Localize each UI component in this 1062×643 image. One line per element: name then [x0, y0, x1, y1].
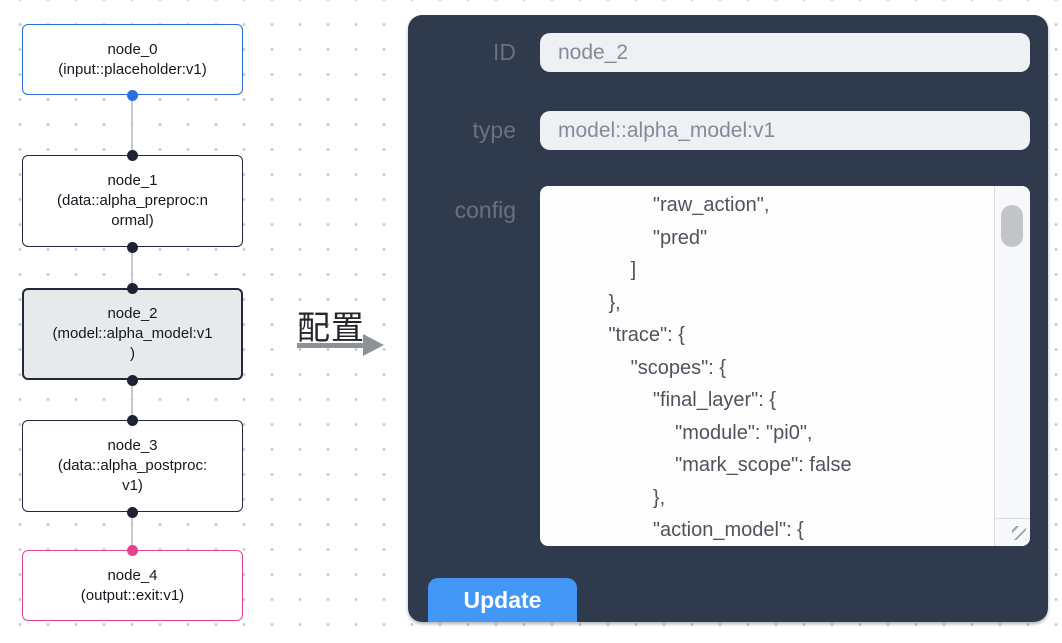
flow-node-node_0[interactable]: node_0 (input::placeholder:v1): [22, 24, 243, 95]
type-input[interactable]: [540, 111, 1030, 150]
config-json-text: "raw_action", "pred" ] }, "trace": { "sc…: [608, 194, 852, 541]
flow-node-node_3[interactable]: node_3 (data::alpha_postproc: v1): [22, 420, 243, 512]
node-config-panel: ID type config "raw_action", "pred" ] },…: [408, 15, 1048, 622]
edge-node3-node4: [131, 512, 133, 550]
type-field-label: type: [472, 117, 516, 143]
node-type-label: (input::placeholder:v1): [58, 60, 207, 78]
config-field-label: config: [454, 197, 516, 223]
edge-node0-node1: [131, 95, 133, 155]
handle-node4-top[interactable]: [127, 545, 138, 556]
handle-node3-top[interactable]: [127, 415, 138, 426]
resize-handle-icon[interactable]: [1012, 526, 1026, 540]
node-title: node_3: [107, 437, 158, 454]
node-type-label: (model::alpha_model:v1 ): [52, 325, 213, 362]
right-arrow-icon: [297, 343, 365, 348]
edge-node1-node2: [131, 247, 133, 288]
edge-node2-node3: [131, 380, 133, 420]
config-scrollbar-thumb[interactable]: [1001, 205, 1023, 247]
node-title: node_1: [107, 172, 158, 189]
node-title: node_2: [107, 305, 158, 322]
handle-node2-top[interactable]: [127, 283, 138, 294]
id-field-label: ID: [493, 39, 516, 65]
node-type-label: (data::alpha_postproc: v1): [57, 457, 208, 494]
config-scrollbar-track[interactable]: [994, 186, 1030, 546]
handle-node0-bottom[interactable]: [127, 90, 138, 101]
flow-node-node_4[interactable]: node_4 (output::exit:v1): [22, 550, 243, 621]
handle-node3-bottom[interactable]: [127, 507, 138, 518]
handle-node2-bottom[interactable]: [127, 375, 138, 386]
node-type-label: (data::alpha_preproc:n ormal): [57, 192, 208, 229]
node-type-label: (output::exit:v1): [80, 586, 185, 604]
config-scrollbar-corner: [995, 518, 1030, 546]
flow-node-node_2-selected[interactable]: node_2 (model::alpha_model:v1 ): [22, 288, 243, 380]
right-arrow-head-icon: [363, 334, 384, 356]
node-title: node_4: [107, 566, 158, 584]
handle-node1-top[interactable]: [127, 150, 138, 161]
transition-label: 配置: [297, 309, 365, 346]
node-title: node_0: [107, 40, 158, 58]
update-button[interactable]: Update: [428, 578, 577, 622]
id-input[interactable]: [540, 33, 1030, 72]
handle-node1-bottom[interactable]: [127, 242, 138, 253]
flow-node-node_1[interactable]: node_1 (data::alpha_preproc:n ormal): [22, 155, 243, 247]
config-textarea[interactable]: "raw_action", "pred" ] }, "trace": { "sc…: [540, 186, 1030, 546]
